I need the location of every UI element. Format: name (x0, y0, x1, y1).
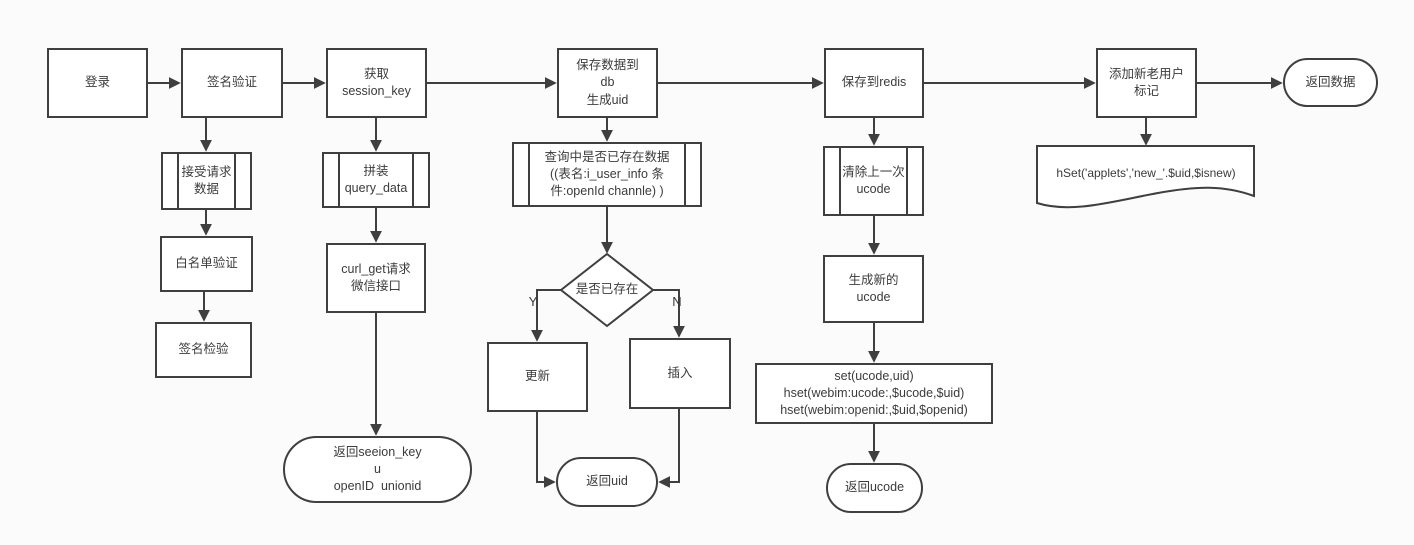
node-clear-ucode: 清除上一次 ucode (823, 146, 924, 216)
connector-update-returnuid (536, 412, 556, 488)
node-add-user-flag-label: 添加新老用户 标记 (1108, 66, 1184, 98)
node-add-user-flag: 添加新老用户 标记 (1096, 48, 1197, 118)
node-hset-doc-label: hSet('applets','new_'.$uid,$isnew) (1056, 165, 1236, 180)
node-return-session-key: 返回seeion_key u openID unionid (283, 436, 472, 503)
node-update: 更新 (487, 342, 588, 412)
node-sign-verify-label: 签名验证 (206, 75, 257, 90)
node-hset-doc: hSet('applets','new_'.$uid,$isnew) (1038, 152, 1254, 194)
node-return-data-label: 返回数据 (1305, 74, 1356, 89)
node-login-label: 登录 (84, 75, 110, 90)
node-return-uid: 返回uid (556, 457, 658, 507)
node-curl-get: curl_get请求 微信接口 (326, 243, 426, 313)
decision-diamond-shape (559, 252, 655, 328)
node-assemble-query-label: 拼装 query_data (344, 163, 408, 195)
node-exists-decision-label: 是否已存在 (575, 282, 639, 297)
connector-decision-insert (653, 289, 685, 338)
document-shape (1036, 145, 1255, 209)
node-insert-label: 插入 (667, 365, 693, 380)
node-login: 登录 (47, 48, 148, 118)
node-return-session-key-label: 返回seeion_key u openID unionid (333, 444, 422, 494)
node-accept-request: 接受请求 数据 (161, 152, 252, 210)
node-curl-get-label: curl_get请求 微信接口 (341, 261, 411, 293)
node-sign-verify: 签名验证 (181, 48, 283, 118)
node-sign-check-label: 签名检验 (178, 342, 229, 357)
node-whitelist-verify: 白名单验证 (160, 236, 253, 292)
connector-decision-update (531, 289, 561, 342)
node-return-uid-label: 返回uid (586, 474, 628, 489)
node-get-session-key-label: 获取 session_key (342, 66, 411, 98)
node-query-exists: 查询中是否已存在数据 ((表名:i_user_info 条 件:openId c… (512, 142, 702, 207)
node-exists-decision: 是否已存在 (560, 276, 654, 304)
node-save-redis-label: 保存到redis (841, 75, 907, 90)
node-update-label: 更新 (524, 369, 550, 384)
node-return-ucode: 返回ucode (826, 463, 923, 513)
node-assemble-query: 拼装 query_data (322, 152, 430, 208)
connector-insert-returnuid (658, 409, 680, 488)
node-return-ucode-label: 返回ucode (844, 480, 905, 495)
node-get-session-key: 获取 session_key (326, 48, 427, 118)
branch-label-yes: Y (528, 294, 538, 309)
node-save-db-label: 保存数据到 db 生成uid (576, 58, 639, 107)
node-set-ucode: set(ucode,uid) hset(webim:ucode:,$ucode,… (755, 363, 993, 424)
node-save-redis: 保存到redis (824, 48, 924, 118)
node-insert: 插入 (629, 338, 731, 409)
node-sign-check: 签名检验 (155, 322, 252, 378)
node-save-db: 保存数据到 db 生成uid (557, 48, 658, 118)
node-query-exists-label: 查询中是否已存在数据 ((表名:i_user_info 条 件:openId c… (544, 149, 670, 199)
node-return-data: 返回数据 (1283, 58, 1378, 107)
node-gen-ucode-label: 生成新的 ucode (848, 272, 899, 304)
node-accept-request-label: 接受请求 数据 (181, 164, 232, 196)
node-whitelist-verify-label: 白名单验证 (175, 256, 238, 271)
node-clear-ucode-label: 清除上一次 ucode (842, 164, 905, 196)
node-set-ucode-label: set(ucode,uid) hset(webim:ucode:,$ucode,… (780, 368, 968, 418)
node-gen-ucode: 生成新的 ucode (823, 255, 924, 323)
branch-label-no: N (672, 294, 682, 309)
